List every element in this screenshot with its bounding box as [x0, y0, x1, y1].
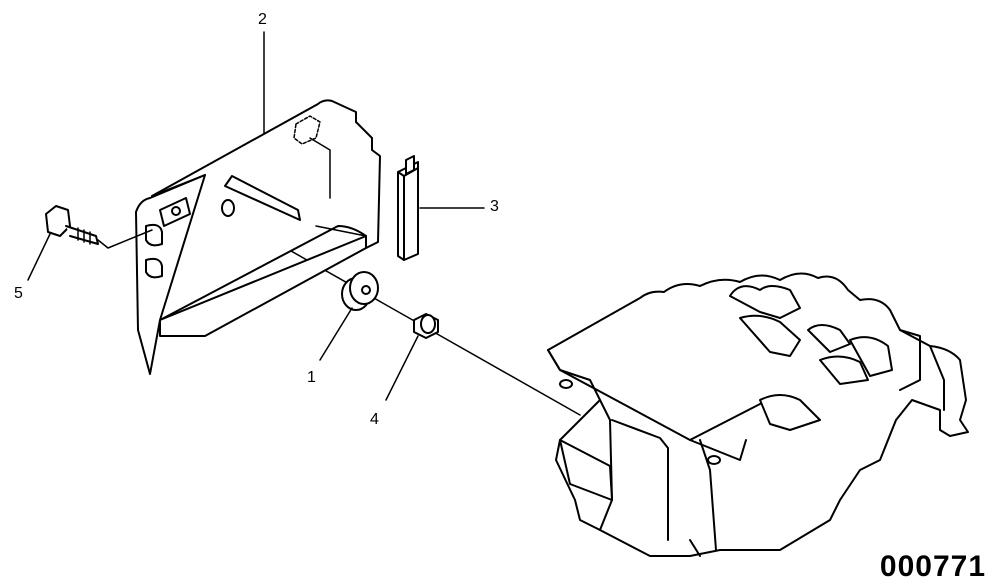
- engine-housing: [547, 272, 969, 557]
- callout-3: 3: [490, 198, 499, 215]
- callout-5: 5: [14, 285, 23, 302]
- leader-line-1: [319, 307, 353, 361]
- bracket-channel: [397, 155, 419, 261]
- spacer-sleeve: [413, 313, 439, 339]
- flange-bolt: [45, 205, 153, 249]
- callout-2: 2: [258, 11, 267, 28]
- callout-4: 4: [370, 411, 379, 428]
- leader-line-4: [385, 335, 419, 401]
- drawing-number: 000771: [879, 550, 986, 583]
- leader-lines: [27, 31, 485, 401]
- mounting-bracket: [135, 99, 381, 375]
- leader-line-5: [27, 233, 51, 281]
- callout-1: 1: [307, 369, 316, 386]
- grommet-washer: [341, 271, 379, 311]
